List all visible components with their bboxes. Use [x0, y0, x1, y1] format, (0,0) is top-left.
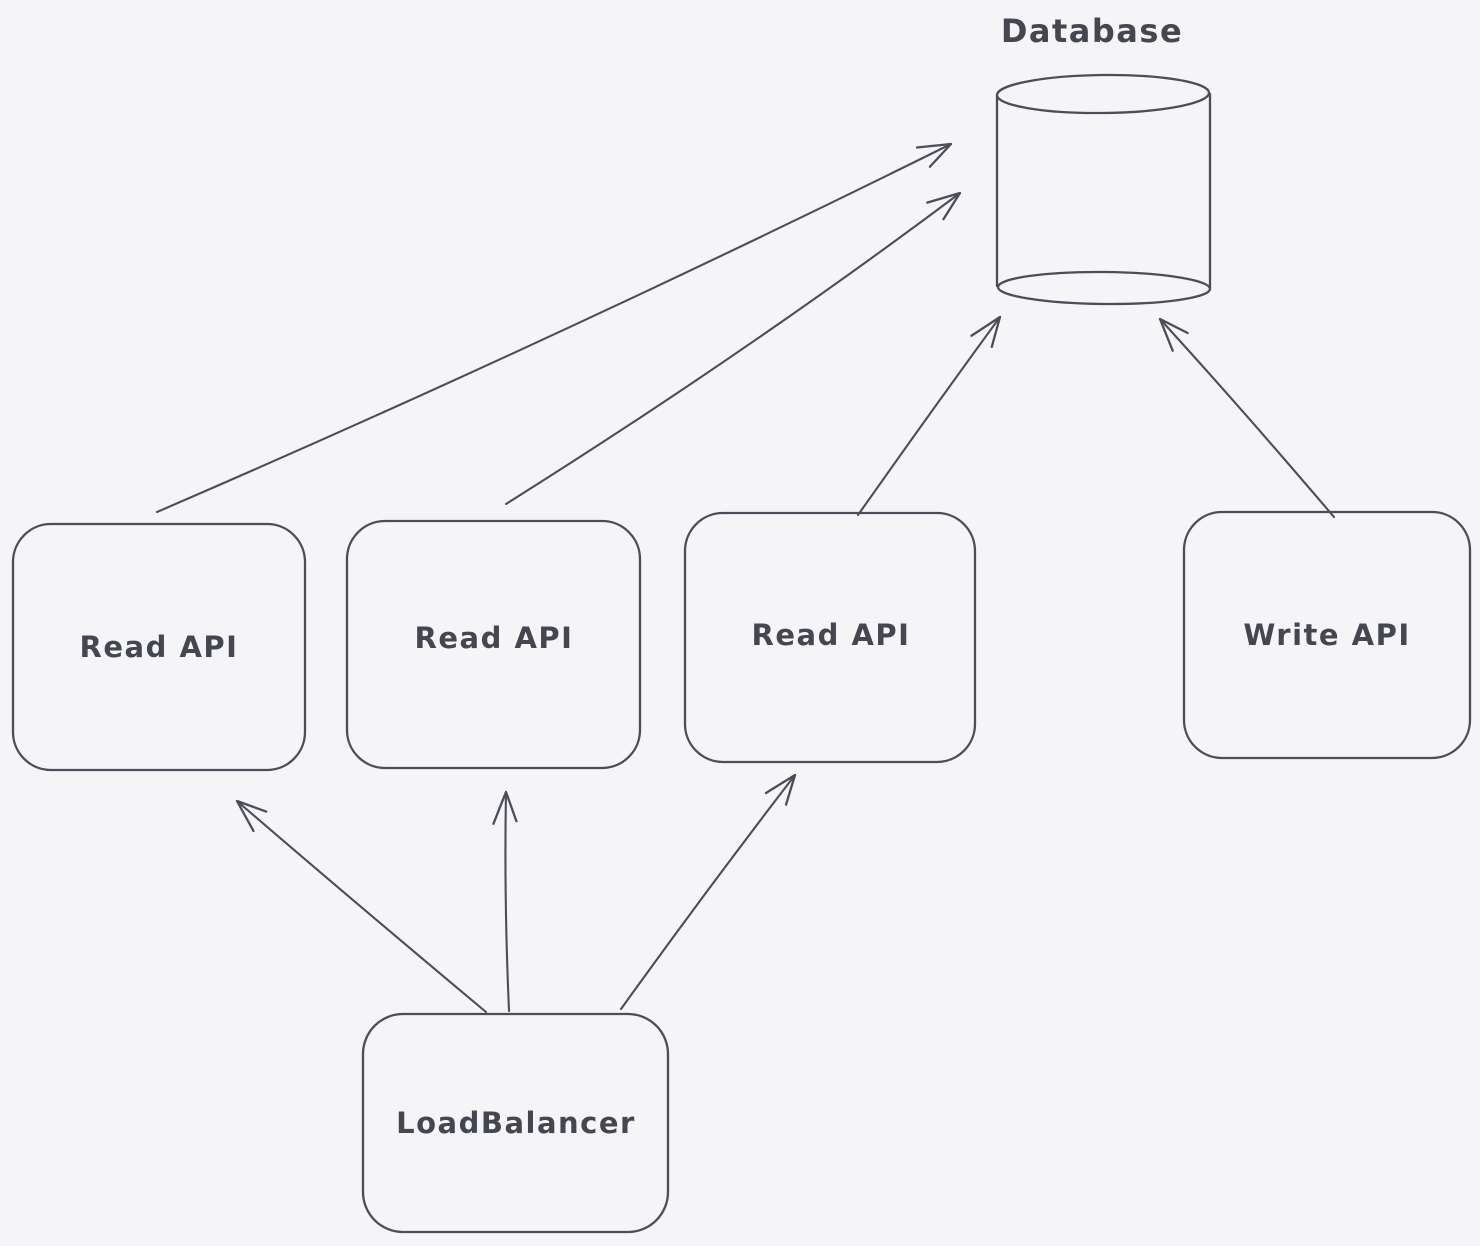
write-api-node[interactable]: Write API: [1182, 510, 1472, 760]
read-api-1-node[interactable]: Read API: [11, 522, 307, 772]
arrow-read-api-3-to-database[interactable]: [856, 315, 1002, 517]
load-balancer-node[interactable]: LoadBalancer: [361, 1012, 670, 1234]
database-node[interactable]: Database: [995, 12, 1212, 306]
arrow-read-api-1-to-database[interactable]: [155, 142, 953, 514]
arrow-load-balancer-to-read-api-1[interactable]: [235, 799, 488, 1014]
read-api-3-node[interactable]: Read API: [683, 511, 977, 764]
database-label: Database: [1001, 12, 1183, 50]
read-api-3-label: Read API: [752, 618, 911, 652]
read-api-2-label: Read API: [415, 621, 574, 655]
arrow-load-balancer-to-read-api-2[interactable]: [492, 790, 518, 1013]
arrow-load-balancer-to-read-api-3[interactable]: [619, 773, 797, 1011]
arrow-read-api-2-to-database[interactable]: [504, 191, 962, 506]
write-api-label: Write API: [1243, 618, 1410, 652]
load-balancer-label: LoadBalancer: [396, 1106, 636, 1140]
database-cylinder-icon: [995, 73, 1212, 306]
arrow-write-api-to-database[interactable]: [1158, 317, 1336, 519]
read-api-1-label: Read API: [80, 630, 239, 664]
read-api-2-node[interactable]: Read API: [345, 519, 642, 770]
